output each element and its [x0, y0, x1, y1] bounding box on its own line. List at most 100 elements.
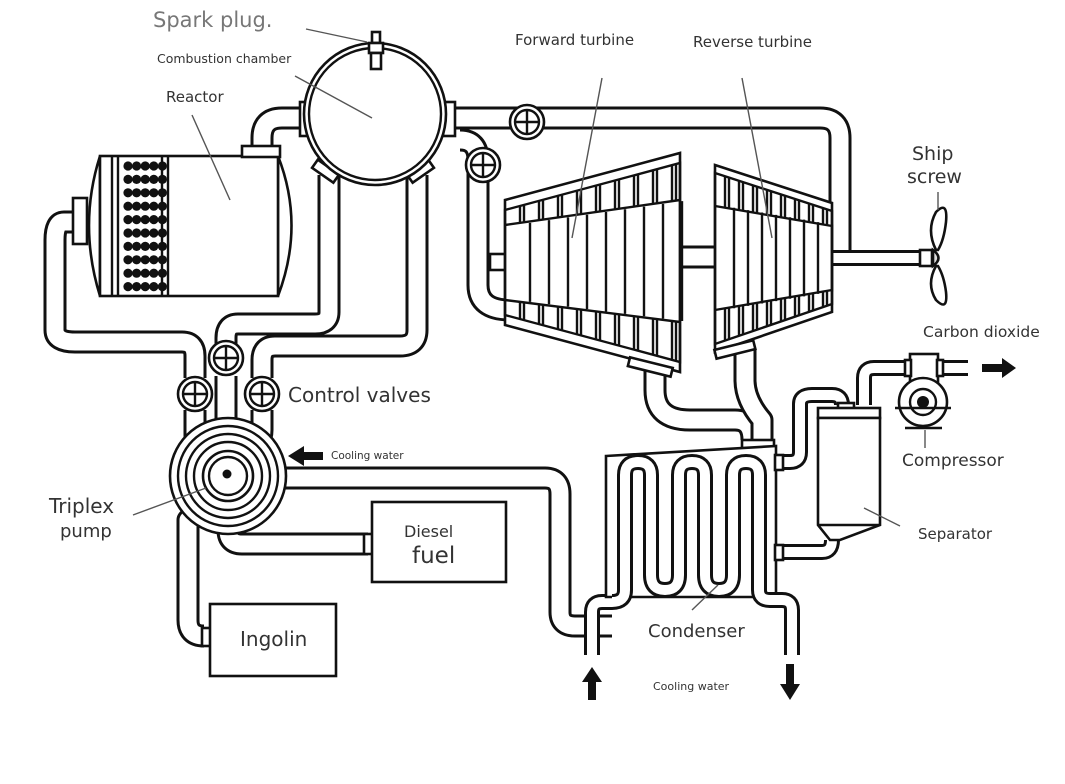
pipes: [43, 106, 968, 655]
propeller-hub-collar: [918, 248, 934, 268]
arrow-up-icon: [582, 667, 602, 700]
fuel-rod: [140, 174, 150, 184]
fuel-rod: [140, 215, 150, 225]
reverse-turbine-inner: [713, 171, 834, 346]
forward-turbine-base: [626, 355, 675, 379]
label-diesel: Diesel: [404, 522, 453, 541]
label-reverse-turbine: Reverse turbine: [693, 33, 812, 51]
spark-plug-tip: [370, 30, 382, 45]
label-condenser: Condenser: [648, 621, 745, 642]
label-carbon-dioxide: Carbon dioxide: [923, 323, 1040, 341]
compressor-flange-left: [903, 358, 913, 378]
fuel-rod: [132, 188, 142, 198]
fuel-rod: [123, 215, 133, 225]
pipe-inner: [859, 363, 910, 405]
reverse-turbine-base: [712, 338, 757, 361]
compressor-axle: [917, 396, 929, 408]
ingolin-tank: [200, 602, 338, 678]
fuel-rod: [123, 201, 133, 211]
propeller-blade-bottom: [929, 264, 948, 306]
reactor-left-cap: [87, 155, 102, 297]
reactor-top-port: [240, 144, 282, 159]
ingolin-tank-body: [208, 602, 338, 678]
fuel-rod: [140, 268, 150, 278]
arrow-right-icon: [982, 358, 1016, 378]
fuel-rod: [123, 282, 133, 292]
reactor: [71, 144, 293, 298]
reverse-turbine: [712, 163, 834, 361]
condenser-coil-inner: [611, 457, 778, 607]
leader-condenser: [691, 584, 719, 611]
fuel-rod: [123, 161, 133, 171]
label-ship-screw-1: Ship: [912, 143, 953, 165]
fuel-rod: [123, 268, 133, 278]
fuel-rod: [149, 228, 159, 238]
fuel-rod: [157, 228, 167, 238]
fuel-rod: [132, 241, 142, 251]
label-ship-screw-2: screw: [907, 166, 962, 188]
label-fuel: fuel: [412, 543, 455, 569]
pump-axle: [222, 469, 232, 479]
fuel-rod: [140, 241, 150, 251]
fuel-rod: [149, 174, 159, 184]
fuel-rod: [123, 228, 133, 238]
pipe-inner: [253, 109, 306, 152]
label-spark-plug: Spark plug.: [153, 8, 272, 32]
pump-rotor-inner: [207, 455, 249, 497]
fuel-rod: [132, 215, 142, 225]
condenser: [604, 438, 785, 610]
label-control-valves: Control valves: [288, 383, 431, 407]
flow-arrows: [288, 358, 1016, 700]
fuel-rod: [157, 201, 167, 211]
pipe-inner: [179, 489, 217, 645]
steam-valve: [508, 103, 546, 141]
fuel-rod: [149, 241, 159, 251]
leader-forward-turbine: [571, 77, 603, 239]
fuel-rod: [149, 201, 159, 211]
separator-body: [816, 416, 882, 542]
fuel-rod: [157, 188, 167, 198]
fuel-rod: [140, 255, 150, 265]
control-valve: [176, 375, 214, 413]
fuel-rod: [149, 161, 159, 171]
pipe-inner: [736, 350, 771, 440]
fuel-rod: [149, 215, 159, 225]
compressor-rotor: [908, 387, 938, 417]
leader-reverse-turbine: [741, 77, 773, 239]
leader-separator: [863, 507, 901, 527]
fuel-rod: [149, 268, 159, 278]
label-reactor: Reactor: [166, 88, 224, 106]
pipe-inner: [646, 370, 761, 441]
leader-triplex-pump: [132, 487, 207, 516]
reactor-right-cap: [276, 155, 293, 297]
spark-plug-body: [367, 41, 385, 55]
fuel-rod: [140, 282, 150, 292]
label-forward-turbine: Forward turbine: [515, 31, 634, 49]
forward-turbine: [488, 151, 684, 379]
labels: Spark plug. Combustion chamber Reactor F…: [48, 8, 1040, 693]
pipe-inner: [587, 597, 612, 655]
control-valves: [176, 103, 546, 413]
leader-spark-plug: [305, 28, 368, 43]
fuel-rod: [140, 161, 150, 171]
pipe-inner: [46, 213, 204, 378]
fuel-rod: [149, 188, 159, 198]
fuel-rod: [132, 282, 142, 292]
separator-cap: [816, 406, 882, 420]
fuel-rod: [149, 282, 159, 292]
spark-plug: [367, 30, 385, 71]
reactor-fuel-rods: [123, 161, 167, 292]
fuel-rod: [140, 201, 150, 211]
label-triplex-pump-2: pump: [60, 521, 112, 542]
fuel-rod: [132, 228, 142, 238]
fuel-rod: [132, 268, 142, 278]
pipe-inner: [250, 469, 612, 635]
condenser-port-upper: [773, 453, 785, 472]
label-triplex-pump-1: Triplex: [48, 494, 114, 518]
propeller-blade-top: [929, 206, 948, 252]
label-separator: Separator: [918, 525, 993, 543]
pipe-inner: [782, 539, 837, 557]
fuel-rod: [149, 255, 159, 265]
diesel-fuel-tank: [362, 500, 508, 584]
fuel-rod: [123, 188, 133, 198]
